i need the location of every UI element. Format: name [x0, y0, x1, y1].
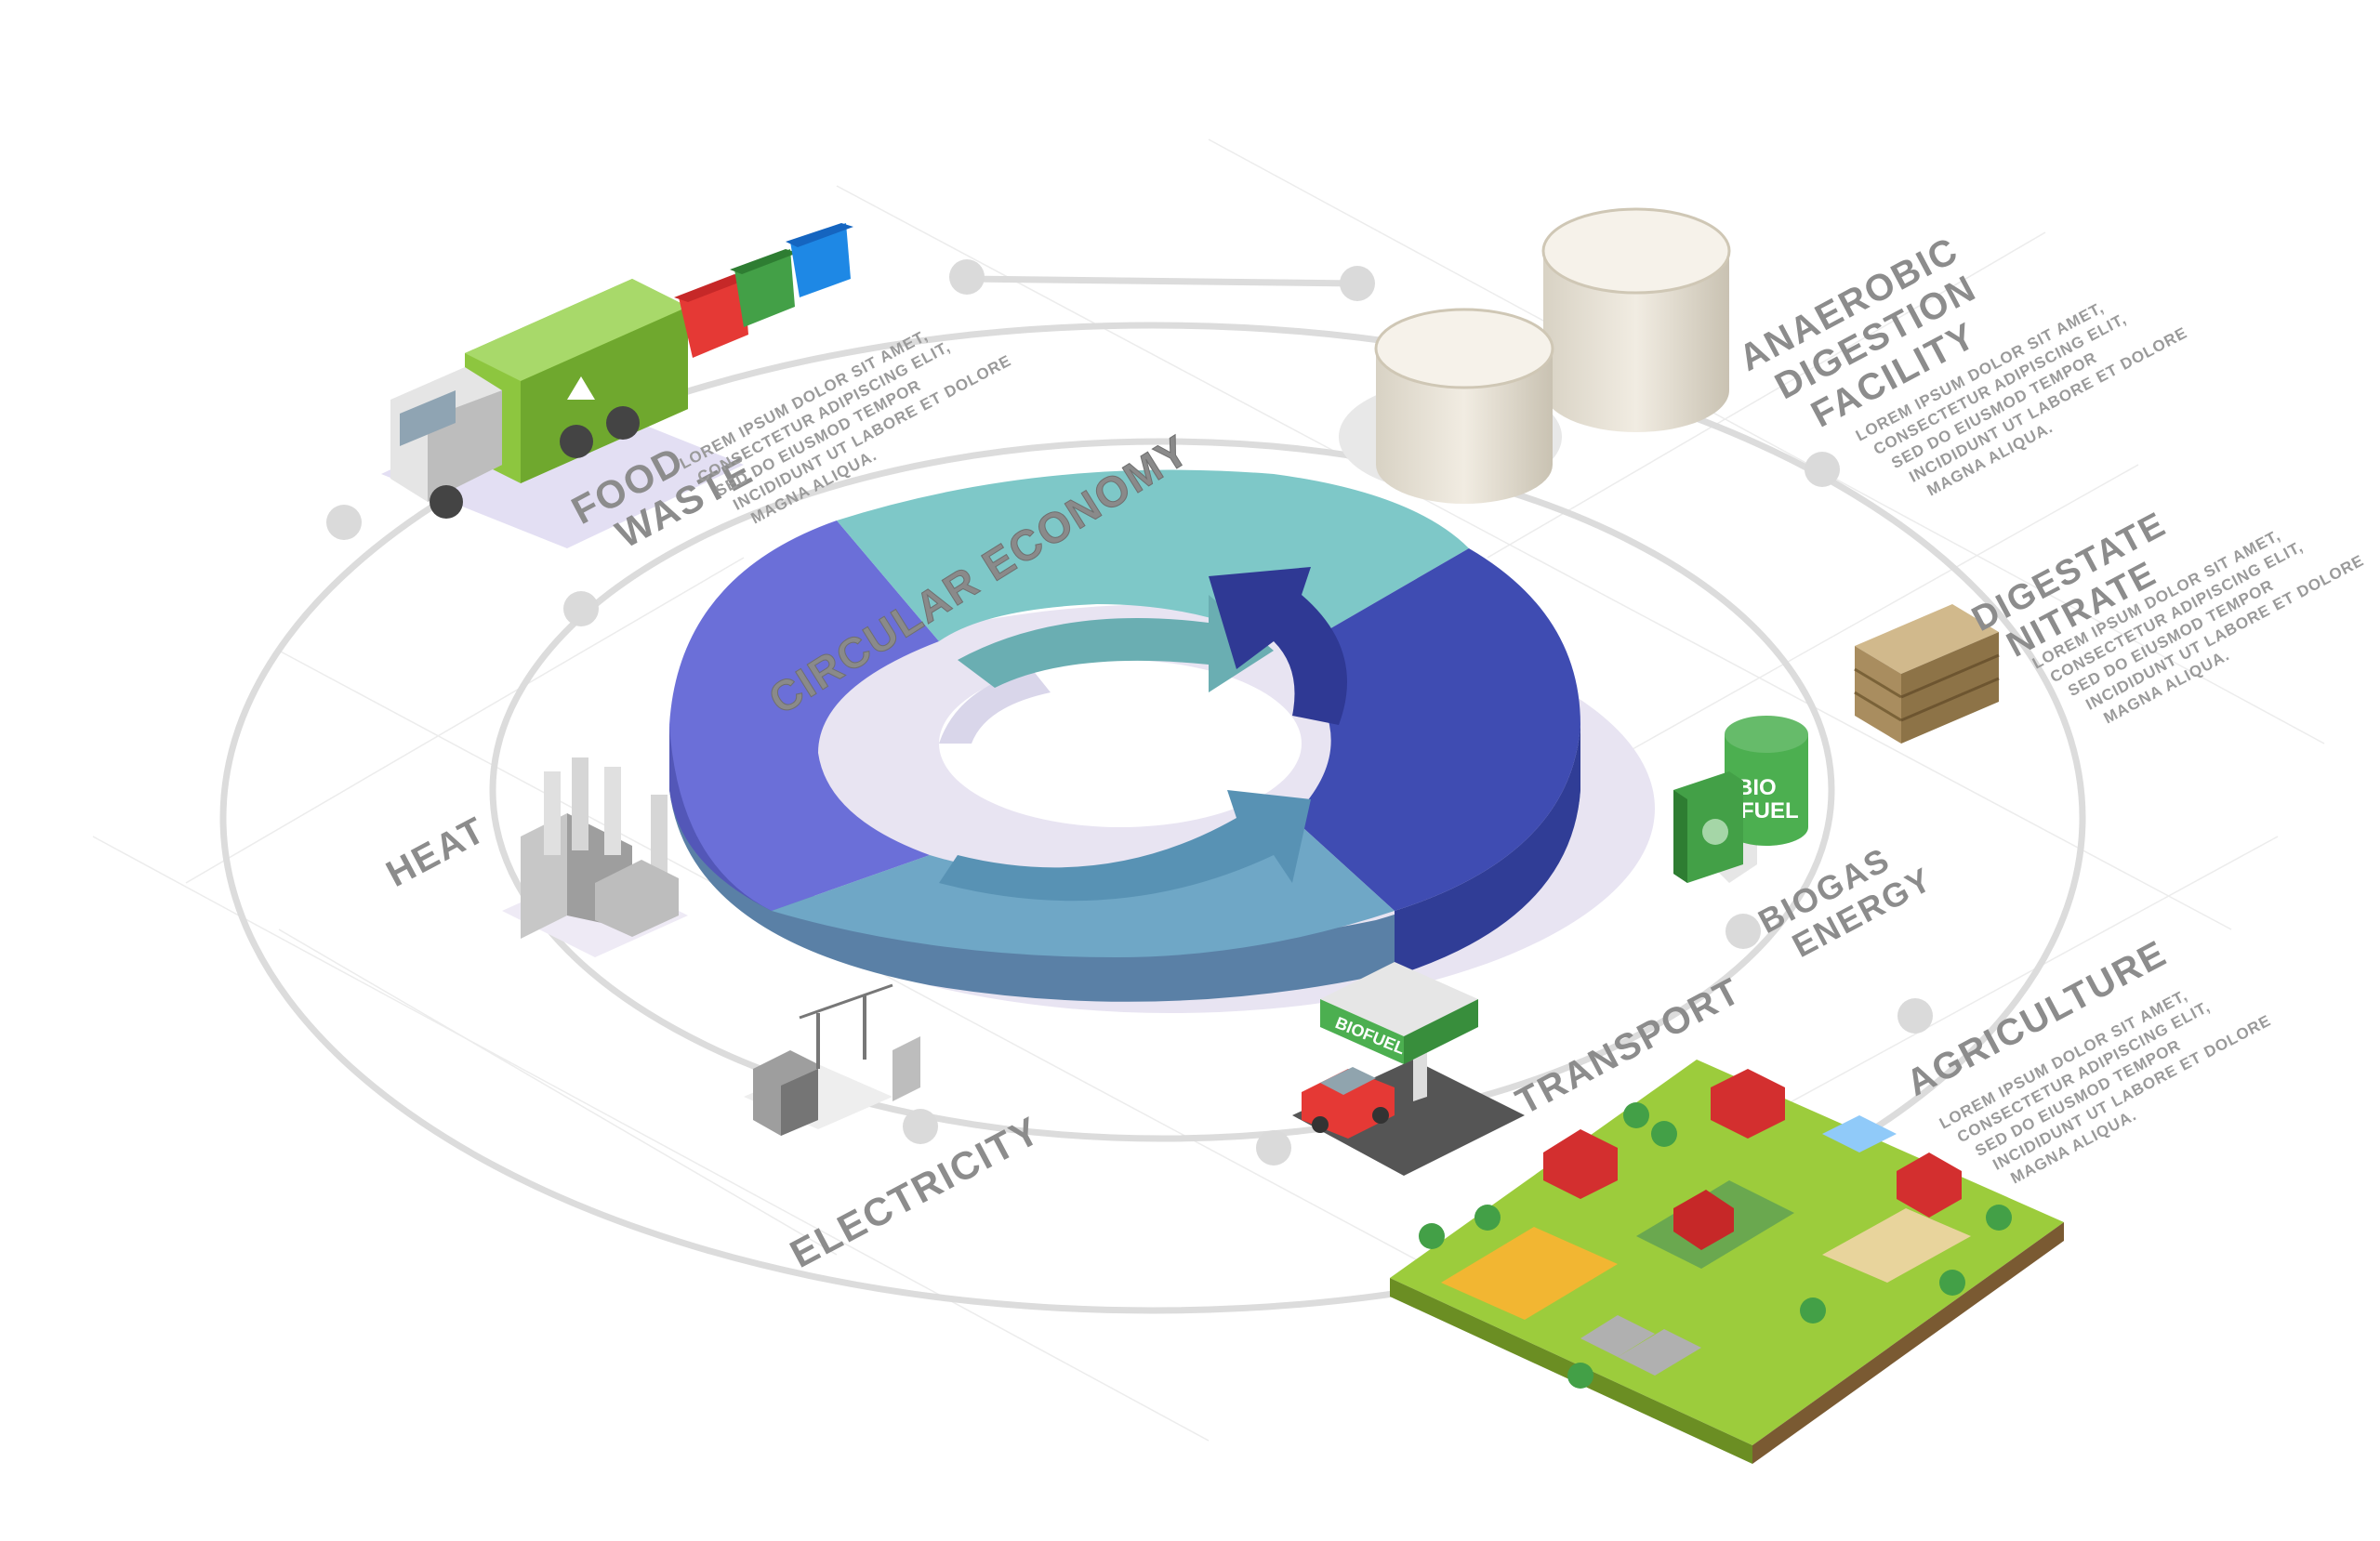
heat-label: HEAT: [380, 810, 493, 895]
node: [1256, 1130, 1291, 1166]
outer-ring: [219, 322, 2086, 1314]
orbit-tracks: [219, 275, 2086, 1314]
barrel-text-2: FUEL: [1740, 798, 1799, 823]
node: [1340, 266, 1375, 301]
node: [949, 259, 985, 295]
svg-text:HEAT: HEAT: [380, 810, 493, 895]
garbage-truck-icon: [381, 279, 744, 548]
inner-ring: [489, 438, 1835, 1142]
biogas-label: BIOGAS ENERGY: [1752, 840, 1939, 965]
node: [1897, 998, 1933, 1034]
bio-fuel-barrel-icon: BIO FUEL: [1673, 716, 1808, 883]
cycle-arrows-icon: [939, 567, 1347, 902]
power-substation-icon: [744, 983, 920, 1136]
pallet-icon: [1854, 604, 2000, 744]
node: [563, 591, 599, 626]
storage-tanks-icon: [1339, 207, 1731, 504]
node: [903, 1109, 938, 1144]
circular-economy-ring: [669, 469, 1580, 1002]
node: [326, 505, 362, 540]
barrel-text-1: BIO: [1737, 775, 1777, 800]
car-icon: [1302, 1067, 1395, 1139]
recycle-bins-icon: [674, 223, 853, 358]
orbit-nodes: [326, 259, 1933, 1166]
node: [1805, 452, 1840, 487]
node: [1726, 914, 1761, 949]
factory-icon: [502, 757, 688, 957]
farm-icon: [1390, 1060, 2064, 1464]
